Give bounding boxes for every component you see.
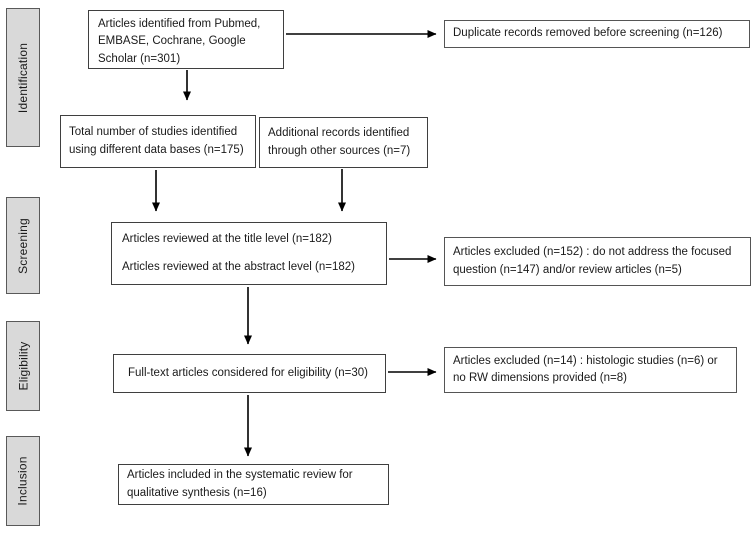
- box-text: Articles identified from Pubmed, EMBASE,…: [98, 18, 261, 65]
- box-text: Duplicate records removed before screeni…: [453, 27, 723, 40]
- box-records-identified: Articles identified from Pubmed, EMBASE,…: [88, 10, 284, 69]
- stage-label-inclusion: Inclusion: [6, 436, 40, 526]
- box-text: Articles excluded (n=152) : do not addre…: [453, 246, 732, 276]
- stage-label-text: Screening: [16, 217, 30, 274]
- stage-label-eligibility: Eligibility: [6, 321, 40, 411]
- box-excluded-screening: Articles excluded (n=152) : do not addre…: [444, 237, 751, 286]
- box-database-records: Total number of studies identified using…: [60, 115, 256, 168]
- box-excluded-eligibility: Articles excluded (n=14) : histologic st…: [444, 347, 737, 393]
- stage-label-text: Inclusion: [16, 456, 31, 506]
- box-text: Full-text articles considered for eligib…: [128, 366, 369, 379]
- box-text: Articles included in the systematic revi…: [127, 469, 353, 499]
- box-additional-records: Additional records identified through ot…: [259, 117, 428, 168]
- stage-label-identification: Identification: [6, 8, 40, 147]
- stage-label-screening: Screening: [6, 197, 40, 294]
- box-text-line-title: Articles reviewed at the title level (n=…: [122, 233, 332, 246]
- stage-label-text: Eligibility: [16, 341, 31, 391]
- box-articles-reviewed: Articles reviewed at the title level (n=…: [111, 222, 387, 285]
- box-text: Additional records identified through ot…: [268, 127, 411, 157]
- box-text: Articles excluded (n=14) : histologic st…: [453, 354, 718, 384]
- stage-label-text: Identification: [16, 42, 30, 113]
- box-included-review: Articles included in the systematic revi…: [118, 464, 389, 505]
- box-text-line-abstract: Articles reviewed at the abstract level …: [122, 260, 355, 273]
- box-duplicates-removed: Duplicate records removed before screeni…: [444, 20, 750, 48]
- box-fulltext-eligibility: Full-text articles considered for eligib…: [113, 354, 386, 393]
- box-text: Total number of studies identified using…: [69, 126, 244, 156]
